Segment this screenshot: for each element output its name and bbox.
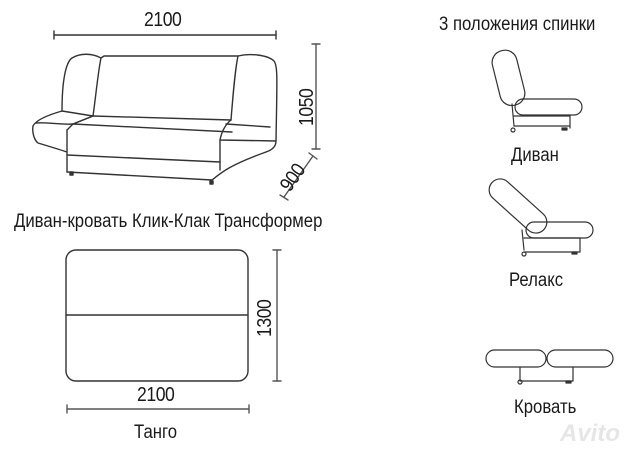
sofa-width-label: 2100 [144, 9, 182, 31]
bed-height-dimension-line [272, 249, 282, 382]
bed-width-label: 2100 [137, 384, 175, 406]
bed-drawing [65, 249, 249, 382]
position-label-relax: Релакс [509, 270, 564, 291]
position-sofa-icon [491, 49, 583, 133]
positions-heading: 3 положения спинки [439, 14, 596, 35]
sofa-drawing [32, 53, 278, 185]
position-relax-icon [488, 178, 594, 257]
sofa-height-label: 1050 [296, 88, 318, 126]
avito-watermark: Avito [560, 420, 620, 447]
position-label-bed: Кровать [514, 397, 577, 418]
bed-height-label: 1300 [254, 299, 276, 337]
position-label-sofa: Диван [511, 145, 559, 166]
model-name: Танго [134, 422, 178, 443]
position-bed-icon [485, 349, 614, 385]
product-title: Диван-кровать Клик-Клак Трансформер [14, 211, 323, 232]
bed-width-dimension-line [66, 404, 250, 414]
sofa-width-dimension-line [53, 30, 277, 40]
sofa-height-dimension-line [311, 43, 321, 150]
sofa-depth-dimension-line [279, 152, 318, 201]
